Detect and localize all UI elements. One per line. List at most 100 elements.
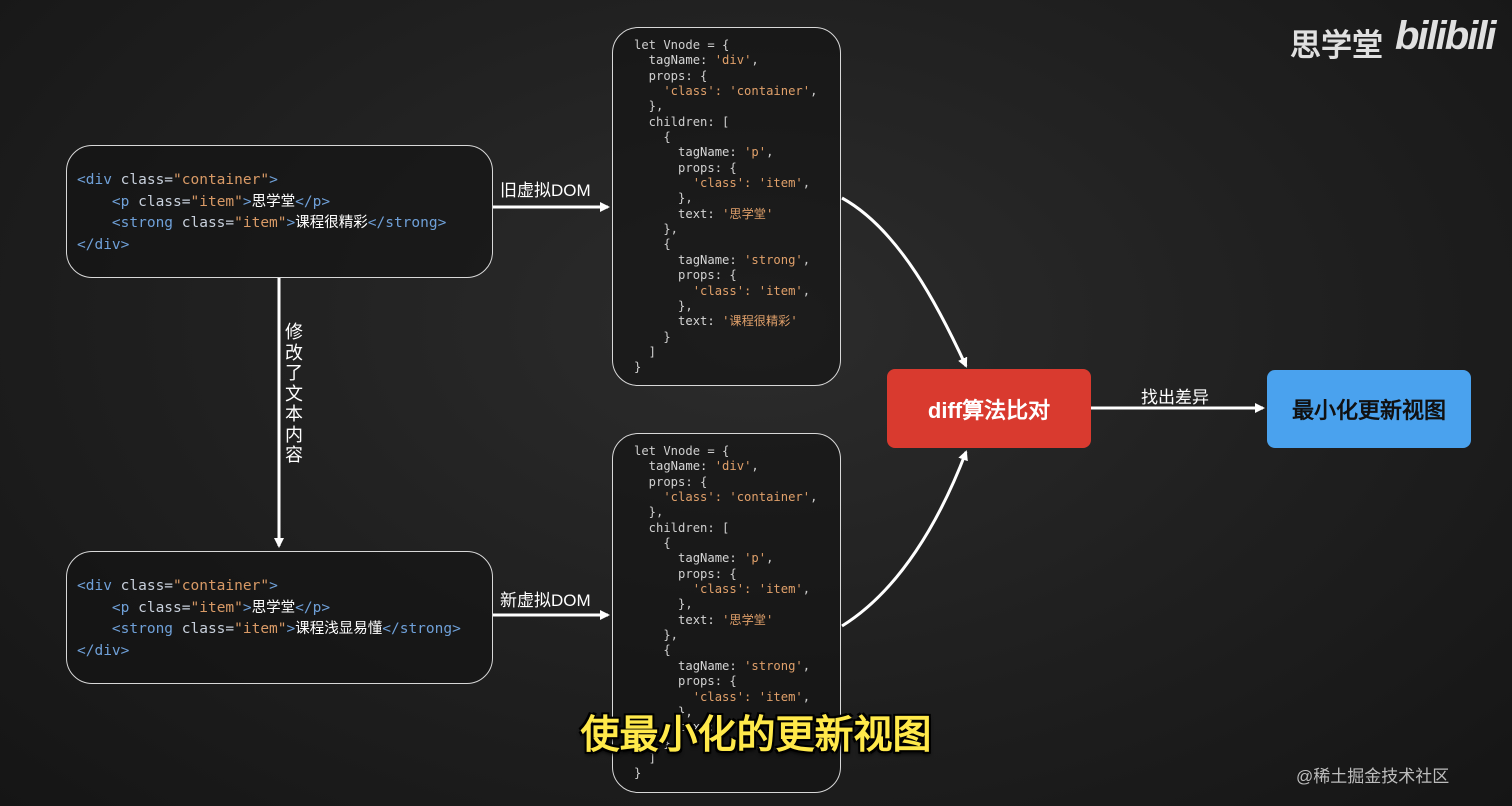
code-line: },	[634, 597, 693, 612]
code-token: tagName:	[634, 53, 715, 68]
code-token: </div>	[77, 236, 130, 253]
code-token: tagName:	[634, 145, 745, 160]
code-token: <div	[77, 172, 112, 188]
diff-algorithm-node: diff算法比对	[887, 369, 1091, 448]
code-line: },	[634, 222, 679, 237]
code-line: ]	[634, 750, 657, 765]
code-token: text:	[634, 720, 723, 735]
code-token: ,	[802, 658, 811, 673]
code-token: class=	[173, 621, 235, 637]
code-token: tagName:	[634, 252, 745, 267]
code-token: text:	[634, 206, 723, 221]
code-line: }	[634, 735, 671, 750]
code-token: ,	[766, 551, 774, 566]
code-token: class=	[111, 172, 174, 188]
code-token: '课程很精彩'	[722, 314, 798, 329]
code-line: },	[634, 191, 693, 206]
code-token: "item"	[190, 193, 243, 210]
code-token: 'class': 'item'	[634, 582, 803, 597]
new-html-code: <div class="container"> <p class="item">…	[77, 576, 482, 662]
old-html-code-box: <div class="container"> <p class="item">…	[66, 145, 493, 278]
code-line: },	[634, 298, 693, 313]
code-token: "container"	[173, 172, 270, 188]
code-line: },	[634, 628, 679, 643]
code-token: "item"	[234, 215, 287, 231]
code-token: class=	[129, 193, 191, 210]
code-token: class=	[129, 599, 191, 616]
code-token: 'p'	[744, 145, 767, 160]
code-line: let Vnode = {	[634, 444, 730, 458]
code-token: '思学堂'	[722, 206, 774, 221]
code-token: 思学堂	[251, 193, 296, 210]
code-token: </p>	[295, 599, 331, 616]
code-token: class=	[111, 578, 174, 594]
code-token: "item"	[190, 599, 243, 616]
code-token: >	[269, 172, 278, 188]
code-token: "item"	[234, 621, 287, 637]
code-token: 'strong'	[744, 252, 803, 267]
code-token: <strong	[111, 215, 174, 231]
code-token: <p	[111, 599, 130, 616]
code-line: children: [	[634, 520, 730, 535]
code-token: ,	[802, 283, 811, 298]
modify-text-label: 修改了文本内容	[285, 322, 303, 465]
code-line: },	[634, 704, 693, 719]
code-line: children: [	[634, 114, 730, 129]
code-token: </div>	[77, 642, 130, 659]
code-token: ,	[810, 84, 818, 99]
code-line: props: {	[634, 160, 737, 175]
new-html-code-box: <div class="container"> <p class="item">…	[66, 551, 493, 684]
code-token: 'div'	[714, 53, 752, 68]
code-line: props: {	[634, 674, 737, 689]
code-line: props: {	[634, 268, 737, 283]
code-line: props: {	[634, 474, 708, 489]
code-token: >	[286, 215, 296, 231]
new-vnode-code: let Vnode = { tagName: 'div', props: { '…	[634, 444, 840, 782]
juejin-watermark: @稀土掘金技术社区	[1296, 767, 1450, 786]
code-line: {	[634, 536, 671, 551]
code-token: </strong>	[382, 621, 461, 637]
find-diff-label: 找出差异	[1141, 388, 1209, 407]
code-line: {	[634, 130, 671, 145]
code-token: ,	[810, 490, 818, 505]
code-line: {	[634, 643, 671, 658]
code-token: 思学堂	[251, 599, 296, 616]
code-line: props: {	[634, 566, 737, 581]
code-token: 'class': 'item'	[634, 176, 803, 191]
code-token: 'class': 'container'	[634, 84, 811, 99]
code-token: tagName:	[634, 459, 715, 474]
code-line: let Vnode = {	[634, 38, 730, 52]
old-html-code: <div class="container"> <p class="item">…	[77, 170, 482, 256]
code-token: ,	[802, 252, 811, 267]
code-token: 课程很精彩	[295, 215, 368, 231]
code-line: },	[634, 99, 664, 114]
video-subtitle: 使最小化的更新视图	[580, 714, 932, 757]
code-line: }	[634, 329, 671, 344]
minimal-update-node: 最小化更新视图	[1267, 370, 1471, 448]
code-line: }	[634, 360, 642, 375]
code-token: ,	[802, 176, 811, 191]
arrow-old-vdom-to-diff	[841, 196, 968, 368]
code-line: {	[634, 237, 671, 252]
code-token: 课程浅显易懂	[295, 621, 383, 637]
new-vnode-code-box: let Vnode = { tagName: 'div', props: { '…	[612, 433, 841, 793]
code-token: </p>	[295, 193, 331, 210]
arrow-new-vdom-to-diff	[841, 450, 968, 628]
code-token: <strong	[111, 621, 174, 637]
channel-logo: 思学堂	[1290, 28, 1383, 63]
code-token: text:	[634, 314, 723, 329]
code-token: 'div'	[714, 459, 752, 474]
code-token: <div	[77, 578, 112, 594]
code-line: }	[634, 766, 642, 781]
code-token: '思学堂'	[722, 612, 774, 627]
code-token: 'class': 'item'	[634, 283, 803, 298]
code-token: ,	[751, 53, 759, 68]
code-token: ,	[766, 145, 774, 160]
code-token: ,	[802, 689, 811, 704]
code-line: props: {	[634, 68, 708, 83]
code-token: 'p'	[744, 551, 767, 566]
code-token: </strong>	[367, 215, 447, 231]
old-vnode-code-box: let Vnode = { tagName: 'div', props: { '…	[612, 27, 841, 386]
code-token: ,	[751, 459, 759, 474]
